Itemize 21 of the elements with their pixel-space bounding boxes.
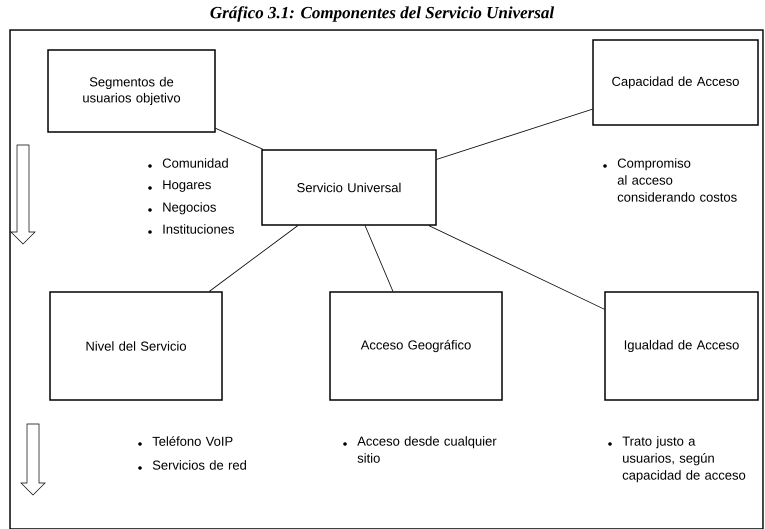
list-item: Instituciones: [163, 224, 234, 234]
list-item: Servicios de red: [152, 460, 246, 470]
list-item: Acceso desde cualquier sitio: [357, 436, 496, 463]
connector-line: [364, 225, 394, 292]
component-box: Segmentos de usuarios objetivo: [47, 49, 216, 133]
list-item: Negocios: [163, 202, 216, 214]
component-box: Servicio Universal: [261, 149, 437, 226]
connector-line: [209, 225, 298, 292]
list-item: Teléfono VoIP: [152, 436, 232, 446]
component-box: Acceso Geográfico: [329, 291, 503, 401]
connector-line: [436, 108, 593, 160]
list-item: Hogares: [163, 180, 211, 192]
connector-line: [215, 128, 264, 150]
component-box: Capacidad de Acceso: [592, 39, 759, 126]
list-item: Trato justo a usuarios, según capacidad de acceso: [622, 436, 746, 482]
component-box: Nivel del Servicio: [49, 291, 223, 401]
list-item: Comunidad: [162, 158, 228, 168]
connector-line: [428, 225, 605, 310]
component-box: Igualdad de Acceso: [604, 291, 759, 401]
list-item: Compromiso al acceso considerando costos: [618, 158, 737, 202]
title: Gráfico 3.1: Componentes del Servicio Universal: [210, 6, 554, 22]
